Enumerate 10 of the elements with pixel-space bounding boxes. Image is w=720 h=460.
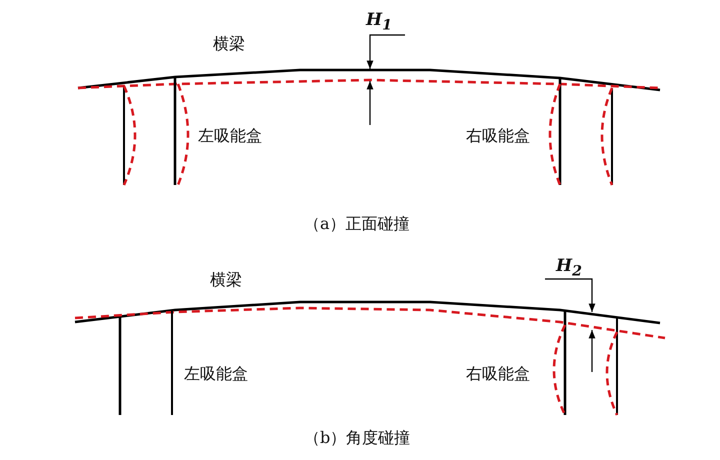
part-label: 左吸能盒 bbox=[184, 364, 248, 384]
part-label: 右吸能盒 bbox=[466, 126, 530, 146]
part-label: 右吸能盒 bbox=[466, 364, 530, 384]
part-label: 左吸能盒 bbox=[198, 126, 262, 146]
dimension-label: H$_{2}$ bbox=[556, 256, 582, 282]
beam-label: 横梁 bbox=[210, 270, 242, 290]
dimension-label: H$_{1}$ bbox=[366, 10, 392, 36]
beam-label: 横梁 bbox=[213, 34, 245, 54]
figure-caption: （a）正面碰撞 bbox=[304, 214, 410, 234]
figure-caption: （b）角度碰撞 bbox=[304, 428, 410, 448]
